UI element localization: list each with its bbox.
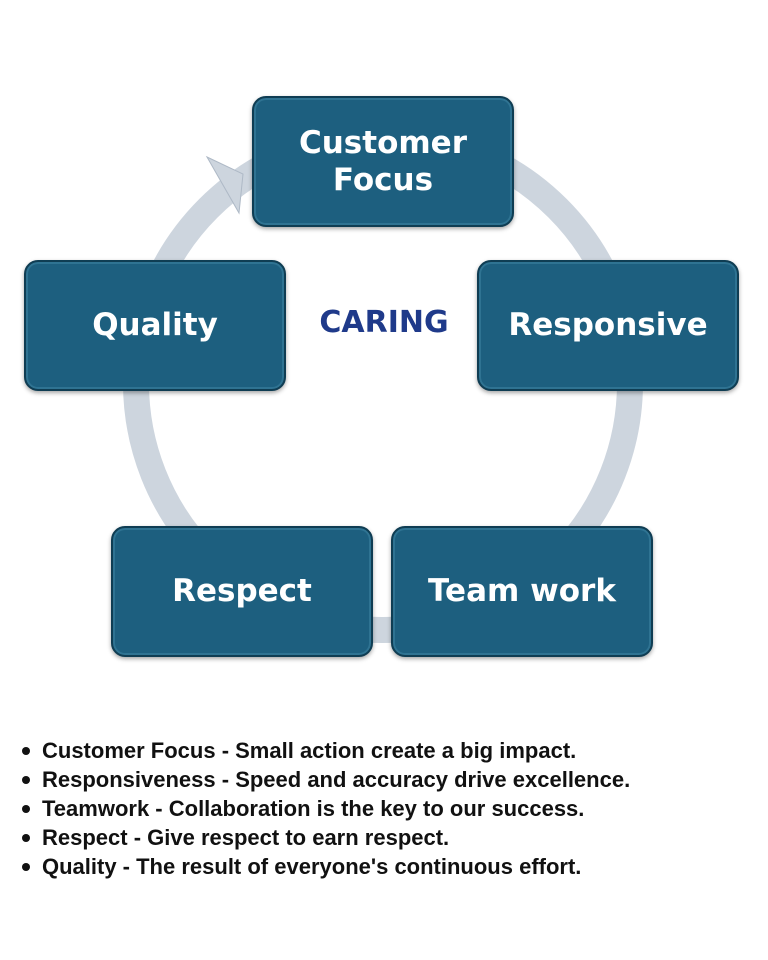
cycle-arrowhead <box>205 155 244 215</box>
node-quality-label: Quality <box>92 307 218 344</box>
center-label: CARING <box>319 305 449 340</box>
list-item: Respect - Give respect to earn respect. <box>18 823 758 852</box>
values-list: Customer Focus - Small action create a b… <box>18 736 758 881</box>
list-item: Customer Focus - Small action create a b… <box>18 736 758 765</box>
node-customer-focus: Customer Focus <box>252 96 514 227</box>
list-item-text: Teamwork - Collaboration is the key to o… <box>42 796 585 821</box>
bullet-icon <box>22 776 30 784</box>
node-team-work: Team work <box>391 526 653 657</box>
node-respect-label: Respect <box>172 573 312 610</box>
bullet-icon <box>22 863 30 871</box>
node-team-work-label: Team work <box>428 573 616 610</box>
list-item-text: Respect - Give respect to earn respect. <box>42 825 450 850</box>
bullet-icon <box>22 834 30 842</box>
node-responsive: Responsive <box>477 260 739 391</box>
list-item-text: Quality - The result of everyone's conti… <box>42 854 582 879</box>
cycle-diagram: Customer Focus Responsive Team work Resp… <box>24 96 739 657</box>
bullet-icon <box>22 747 30 755</box>
list-item: Teamwork - Collaboration is the key to o… <box>18 794 758 823</box>
bullet-icon <box>22 805 30 813</box>
list-item: Quality - The result of everyone's conti… <box>18 852 758 881</box>
node-responsive-label: Responsive <box>508 307 708 344</box>
list-item-text: Customer Focus - Small action create a b… <box>42 738 577 763</box>
node-customer-focus-line1: Customer <box>298 124 467 161</box>
node-customer-focus-line2: Focus <box>332 161 434 198</box>
list-item-text: Responsiveness - Speed and accuracy driv… <box>42 767 631 792</box>
list-item: Responsiveness - Speed and accuracy driv… <box>18 765 758 794</box>
node-quality: Quality <box>24 260 286 391</box>
node-respect: Respect <box>111 526 373 657</box>
